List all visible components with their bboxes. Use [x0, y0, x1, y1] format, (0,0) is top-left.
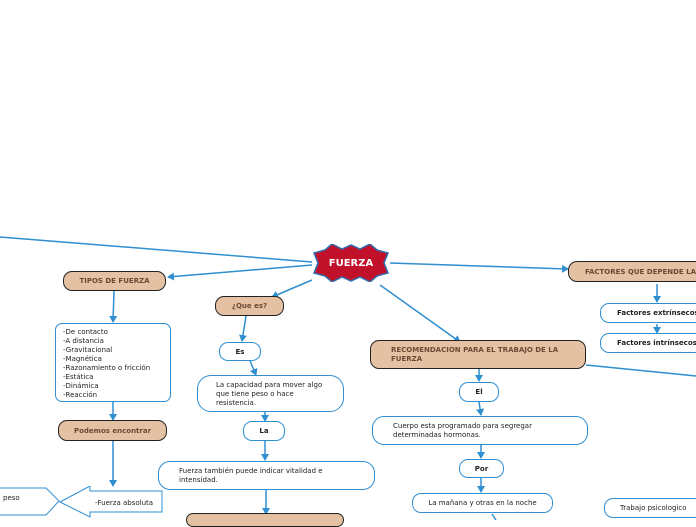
tipos-item: -Dinámica: [63, 382, 99, 390]
trabajo-psicologico-node[interactable]: Trabajo psicologico: [604, 498, 696, 518]
edge-quees-es: [238, 315, 247, 342]
cuerpo-text: Cuerpo esta programado para segregar det…: [393, 422, 532, 439]
central-topic-label: FUERZA: [328, 257, 374, 269]
tipos-item: -Reacción: [63, 391, 98, 399]
connector-es[interactable]: Es: [219, 342, 261, 361]
factores-extrinsecos-label: Factores extrínsecos: [617, 309, 696, 317]
peso-node[interactable]: peso: [0, 487, 60, 517]
definicion-text: La capacidad para mover algo que tiene p…: [216, 381, 323, 407]
manana-box[interactable]: La mañana y otras en la noche: [412, 493, 553, 513]
topic-cut-off[interactable]: [186, 513, 344, 527]
tipos-item: -Razonamiento o fricción: [63, 364, 151, 372]
edge-fuerza-recomendacion: [379, 284, 461, 343]
central-topic-fuerza[interactable]: FUERZA: [312, 244, 390, 282]
edge-recom-right: [585, 364, 696, 377]
edge-es-def: [249, 360, 258, 376]
topic-que-es-label: ¿Que es?: [231, 302, 268, 310]
factores-extrinsecos-node[interactable]: Factores extrínsecos: [600, 303, 696, 323]
topic-que-es[interactable]: ¿Que es?: [215, 296, 284, 316]
vitalidad-box[interactable]: Fuerza también puede indicar vitalidad e…: [158, 461, 375, 490]
connector-el-label: El: [475, 388, 483, 396]
tipos-item: -A distancia: [63, 337, 104, 345]
topic-tipos-label: TIPOS DE FUERZA: [79, 277, 150, 285]
connector-la-label: La: [259, 427, 269, 435]
edge-offscreen-left: [0, 236, 313, 263]
tipos-item: -Estática: [63, 373, 94, 381]
fuerza-absoluta-callout[interactable]: -Fuerza absoluta: [58, 486, 164, 518]
factores-intrinsecos-node[interactable]: Factores intrínsecos: [600, 333, 696, 353]
topic-recomendacion-label: RECOMENDACION PARA EL TRABAJO DE LA FUER…: [391, 345, 559, 363]
fuerza-absoluta-label: -Fuerza absoluta: [95, 499, 153, 507]
topic-factores-label: FACTORES QUE DEPENDE LA: [585, 267, 696, 276]
definicion-box[interactable]: La capacidad para mover algo que tiene p…: [197, 375, 344, 412]
edge-fuerza-factores: [389, 262, 569, 273]
connector-el[interactable]: El: [459, 382, 499, 402]
edge-fuerza-tipos: [167, 264, 313, 281]
topic-podemos-label: Podemos encontrar: [73, 426, 152, 435]
edge-manana-next: [491, 513, 497, 520]
topic-recomendacion[interactable]: RECOMENDACION PARA EL TRABAJO DE LA FUER…: [370, 340, 586, 369]
connector-la[interactable]: La: [243, 421, 285, 441]
tipos-item: -Gravitacional: [63, 346, 113, 354]
central-star-shape: [312, 244, 390, 282]
connector-es-label: Es: [235, 347, 245, 356]
peso-label: peso: [3, 494, 20, 502]
tipos-item: -De contacto: [63, 328, 108, 336]
topic-podemos-encontrar[interactable]: Podemos encontrar: [58, 420, 167, 441]
manana-text: La mañana y otras en la noche: [428, 499, 537, 507]
edge-fuerza-quees: [271, 279, 313, 299]
factores-intrinsecos-label: Factores intrínsecos: [617, 339, 696, 347]
connector-por-label: Por: [474, 464, 489, 473]
tipos-list-box[interactable]: -De contacto -A distancia -Gravitacional…: [55, 323, 171, 402]
vitalidad-text: Fuerza también puede indicar vitalidad e…: [179, 467, 323, 484]
topic-factores[interactable]: FACTORES QUE DEPENDE LA: [568, 261, 696, 282]
edge-el-cuerpo: [476, 401, 485, 416]
connector-por[interactable]: Por: [459, 459, 504, 478]
trabajo-psicologico-label: Trabajo psicologico: [620, 504, 687, 512]
edge-tipos-list: [109, 290, 118, 323]
topic-tipos-de-fuerza[interactable]: TIPOS DE FUERZA: [63, 271, 166, 291]
tipos-item: -Magnética: [63, 355, 102, 363]
cuerpo-box[interactable]: Cuerpo esta programado para segregar det…: [372, 416, 588, 445]
